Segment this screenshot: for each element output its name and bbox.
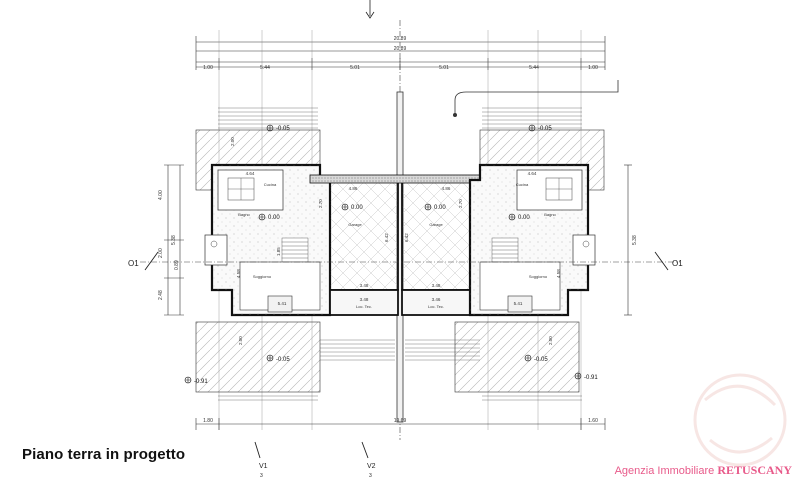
dim-wall-b-right: 2.70 <box>458 199 463 208</box>
dim-wall-c: 1.85 <box>276 247 281 256</box>
agency-brand: RETUSCANY <box>717 463 792 477</box>
dim-garage-depth-right: 6.42 <box>404 233 409 242</box>
service-point <box>453 113 457 117</box>
section-line-o1 <box>140 251 680 271</box>
dim-wall-b: 2.70 <box>318 199 323 208</box>
dim-kitchen-right: 4.64 <box>528 171 537 176</box>
dim-top-seg-2: 5.01 <box>350 65 360 71</box>
dim-wall-d: 4.58 <box>236 269 241 278</box>
dim-overall-top-2: 20.89 <box>394 46 407 52</box>
dim-small-right: 3.46 <box>432 297 441 302</box>
dim-wall-e: 2.00 <box>238 336 243 345</box>
dim-wall-a: 2.00 <box>230 137 235 146</box>
level-interior-right: 0.00 <box>518 215 530 221</box>
level-markers <box>184 124 582 384</box>
dim-left-4: 2.48 <box>158 290 164 300</box>
level-ground-right: -0.91 <box>584 375 598 381</box>
room-label-kitchen-right: Cucina <box>516 182 529 187</box>
room-label-bath-right: Bagno <box>544 212 556 217</box>
marker-v2: V2 <box>367 463 376 470</box>
agency-prefix: Agenzia Immobiliare <box>614 465 715 477</box>
dim-top-seg-4: 5.44 <box>529 65 539 71</box>
level-patio-bottom-left: -0.05 <box>276 357 290 363</box>
dim-garage-left: 4.86 <box>349 186 358 191</box>
dim-room-right: 5.41 <box>514 301 523 306</box>
dim-top-seg-3: 5.01 <box>439 65 449 71</box>
right-dimensions <box>624 164 632 316</box>
left-building <box>195 107 395 401</box>
dim-wall-d-right: 4.58 <box>556 269 561 278</box>
room-label-kitchen-left: Cucina <box>264 182 277 187</box>
section-marker-top <box>365 0 375 19</box>
level-interior-left: 0.00 <box>268 215 280 221</box>
dim-left-3: 0.89 <box>174 260 180 270</box>
dim-garage-right: 4.86 <box>442 186 451 191</box>
left-dimensions <box>164 164 184 316</box>
level-patio-bottom-right: -0.05 <box>534 357 548 363</box>
right-building <box>405 107 605 401</box>
dim-bottom-right: 1.60 <box>588 418 598 424</box>
level-garage-left: 0.00 <box>351 205 363 211</box>
dim-top-seg-0: 1.00 <box>203 65 213 71</box>
dim-left-2: 2.00 <box>158 248 164 258</box>
dim-wall-e-right: 2.00 <box>548 336 553 345</box>
dim-room-left: 5.41 <box>278 301 287 306</box>
room-label-living-left: Soggiorno <box>253 274 272 279</box>
dim-lower-left: 3.48 <box>360 283 369 288</box>
dim-top-seg-1: 5.44 <box>260 65 270 71</box>
section-markers-bottom <box>254 441 369 459</box>
watermark-logo <box>693 373 787 467</box>
dim-bottom-total: 19.69 <box>394 418 407 424</box>
top-dimensions <box>195 36 606 70</box>
marker-v1-sheet: 3 <box>260 473 263 479</box>
level-patio-top-right: -0.05 <box>538 126 552 132</box>
dim-kitchen-left: 4.64 <box>246 171 255 176</box>
dim-garage-depth-left: 6.42 <box>384 233 389 242</box>
marker-o1-left: O1 <box>128 259 139 268</box>
dim-top-seg-5: 1.00 <box>588 65 598 71</box>
marker-v2-sheet: 3 <box>369 473 372 479</box>
marker-v1: V1 <box>259 463 268 470</box>
service-line <box>454 80 619 115</box>
room-label-bath-left: Bagno <box>238 212 250 217</box>
room-label-storage-left: Loc. Tec. <box>356 304 372 309</box>
room-label-storage-right: Loc. Tec. <box>428 304 444 309</box>
plan-caption: Piano terra in progetto <box>22 446 186 463</box>
dim-lower-right: 3.48 <box>432 283 441 288</box>
room-label-garage-left: Garage <box>348 222 362 227</box>
agency-watermark: Agenzia Immobiliare RETUSCANY <box>615 463 792 478</box>
dim-bottom-left: 1.80 <box>203 418 213 424</box>
dim-left-1: 5.38 <box>171 235 177 245</box>
dim-right-0: 5.38 <box>632 235 638 245</box>
room-label-living-right: Soggiorno <box>529 274 548 279</box>
marker-o1-right: O1 <box>672 259 683 268</box>
bottom-dimensions <box>195 418 606 430</box>
level-ground-left: -0.91 <box>194 379 208 385</box>
dim-small-left: 3.48 <box>360 297 369 302</box>
room-label-garage-right: Garage <box>429 222 443 227</box>
level-garage-right: 0.00 <box>434 205 446 211</box>
garages <box>309 174 491 316</box>
dim-left-0: 4.00 <box>158 190 164 200</box>
level-patio-top-left: -0.05 <box>276 126 290 132</box>
